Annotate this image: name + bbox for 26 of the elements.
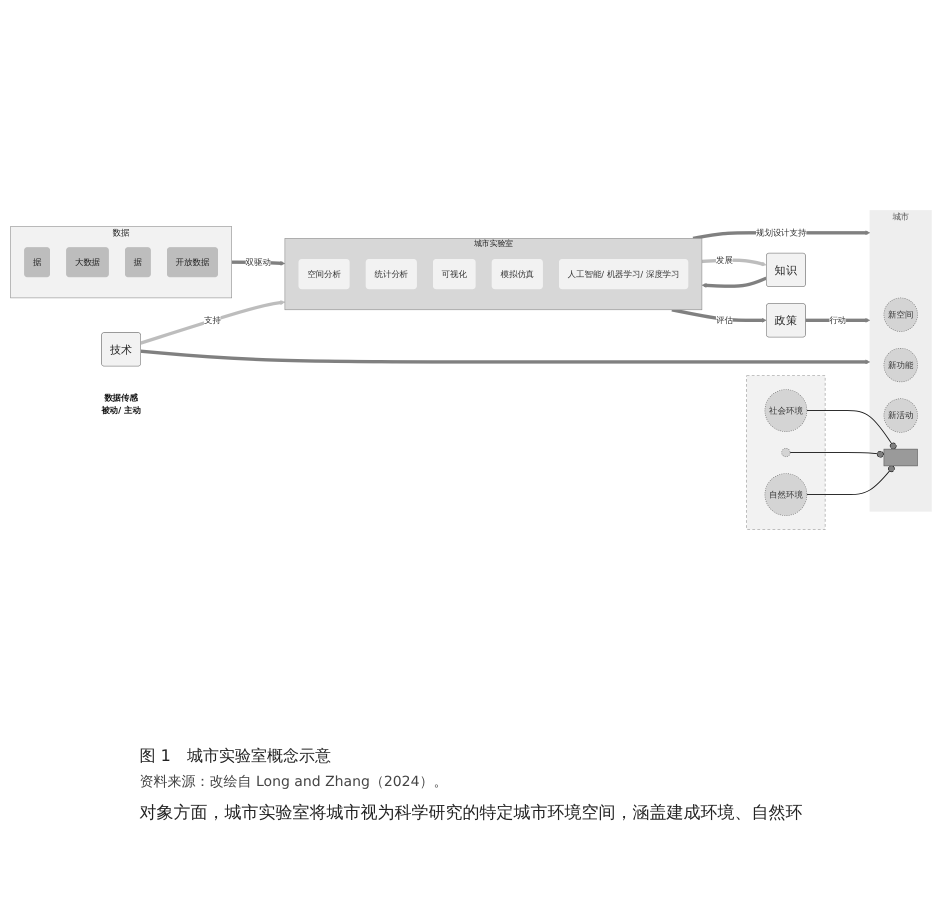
arrow [806,318,870,323]
arrow [702,276,767,288]
edge-label: 发展 [716,254,733,265]
source-note: 资料来源：改绘自 Long and Zhang（2024）。 [140,773,448,791]
edge-label: 行动 [829,315,846,326]
edge-label: 评估 [716,315,733,326]
node-circle: 自然环境 [764,473,808,516]
figure-caption: 图 1 城市实验室概念示意 [140,746,332,767]
cluster [746,375,826,530]
edge-label: 支持 [204,315,221,326]
body-text: 对象方面，城市实验室将城市视为科学研究的特定城市环境空间，涵盖建成环境、自然环 [140,802,802,824]
arrow [140,349,870,364]
node-circle: 新活动 [884,398,918,433]
connector [806,465,895,496]
node-circle: 新空间 [884,298,918,332]
connector [790,450,884,458]
node-circle: 新功能 [884,348,918,382]
node-text: 数据传感 被动/ 主动 [101,392,141,416]
node-circle [781,448,790,458]
node-circle: 社会环境 [764,389,808,432]
edge-label: 双驱动 [246,257,271,268]
arrow [672,308,767,323]
node-box [884,448,918,466]
edge-label: 规划设计支持 [756,228,806,238]
arrow [140,300,286,345]
connector [806,410,897,450]
